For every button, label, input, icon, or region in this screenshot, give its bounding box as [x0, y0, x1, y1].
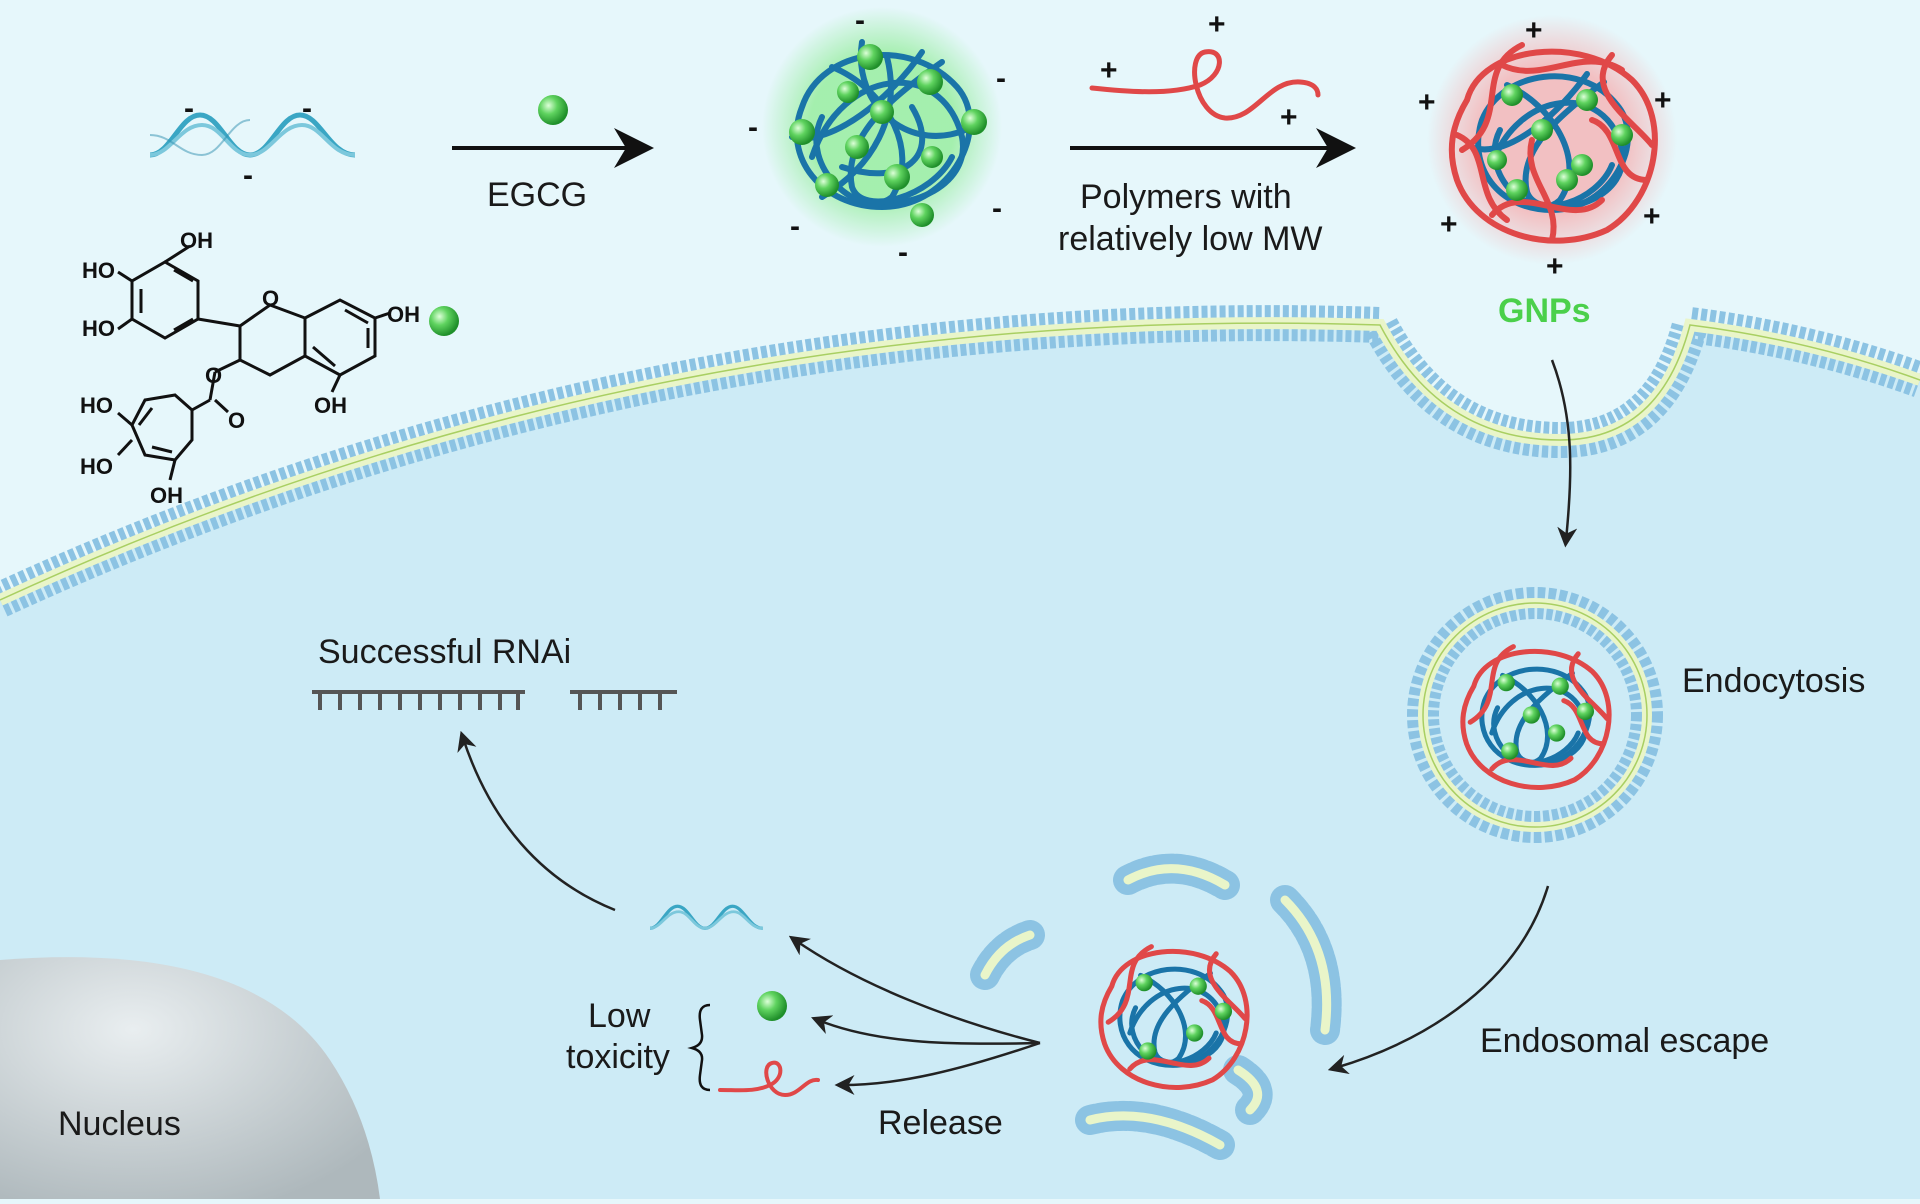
sirna-charge-1: - — [184, 92, 194, 125]
egcg-atom-o-ester: O — [205, 363, 222, 388]
core-charge-6: - — [898, 236, 908, 269]
uptake-arrow — [1550, 359, 1578, 548]
core-charge-1: - — [855, 4, 865, 37]
egcg-atom-oh-top: OH — [180, 228, 213, 253]
gnp-charge-2: + — [1418, 86, 1436, 119]
egcg-atom-oh-right: OH — [387, 302, 420, 327]
endosome-fragments — [970, 853, 1342, 1160]
cell-membrane — [0, 305, 1920, 617]
polymer-charge-3: + — [1280, 101, 1298, 134]
released-egcg-bead — [757, 991, 787, 1021]
egcg-atom-oh-last: OH — [150, 483, 183, 508]
gnp-nanoparticle — [1427, 15, 1677, 265]
endosomal-escape-label: Endosomal escape — [1480, 1022, 1769, 1060]
sirna-charge-3: - — [243, 159, 253, 192]
gnp-charge-4: + — [1440, 208, 1458, 241]
egcg-bead-icon — [538, 95, 568, 125]
polymer-strand-icon — [1089, 49, 1321, 121]
core-charge-4: - — [992, 192, 1002, 225]
egcg-atom-ho-4: HO — [80, 454, 113, 479]
endocytosis-label: Endocytosis — [1682, 662, 1865, 700]
egcg-chemical-structure — [116, 244, 391, 481]
polymer-label-line1: Polymers with — [1080, 178, 1292, 216]
gnp-charge-6: + — [1546, 250, 1564, 283]
core-charge-5: - — [790, 210, 800, 243]
egcg-label: EGCG — [487, 176, 587, 214]
nucleus — [0, 957, 380, 1199]
egcg-legend-bead-icon — [429, 306, 459, 336]
release-label: Release — [878, 1104, 1003, 1142]
escape-arrow — [1327, 885, 1550, 1075]
toxicity-label: toxicity — [566, 1038, 670, 1076]
gnp-charge-3: + — [1654, 84, 1672, 117]
released-polymer — [718, 1060, 820, 1098]
successful-rnai-label: Successful RNAi — [318, 633, 571, 671]
release-arrows — [788, 935, 1041, 1095]
polymer-label-line2: relatively low MW — [1058, 220, 1322, 258]
egcg-atom-ho-3: HO — [80, 393, 113, 418]
low-toxicity-brace — [687, 1003, 711, 1092]
released-sirna — [649, 904, 764, 930]
egcg-atom-ho-1: HO — [82, 258, 115, 283]
low-label: Low — [588, 997, 651, 1035]
rnai-arrow — [457, 730, 616, 912]
sirna-double-helix — [149, 112, 356, 158]
core-charge-3: - — [748, 111, 758, 144]
nucleus-label: Nucleus — [58, 1105, 181, 1143]
core-charge-2: - — [996, 62, 1006, 95]
endosome — [1407, 587, 1663, 843]
egcg-atom-o-ring: O — [262, 286, 279, 311]
egcg-atom-ho-2: HO — [82, 316, 115, 341]
sirna-egcg-core — [762, 7, 1002, 247]
cleaved-mrna-icon — [312, 690, 677, 710]
gnp-charge-5: + — [1643, 200, 1661, 233]
egcg-atom-oh-bottom: OH — [314, 393, 347, 418]
sirna-charge-2: - — [302, 92, 312, 125]
escaped-gnp — [1098, 944, 1250, 1090]
polymer-charge-2: + — [1208, 8, 1226, 41]
gnp-charge-1: + — [1525, 14, 1543, 47]
cell-interior — [0, 323, 1920, 1200]
egcg-atom-o-carbonyl: O — [228, 408, 245, 433]
gnps-label: GNPs — [1498, 292, 1591, 330]
polymer-charge-1: + — [1100, 54, 1118, 87]
